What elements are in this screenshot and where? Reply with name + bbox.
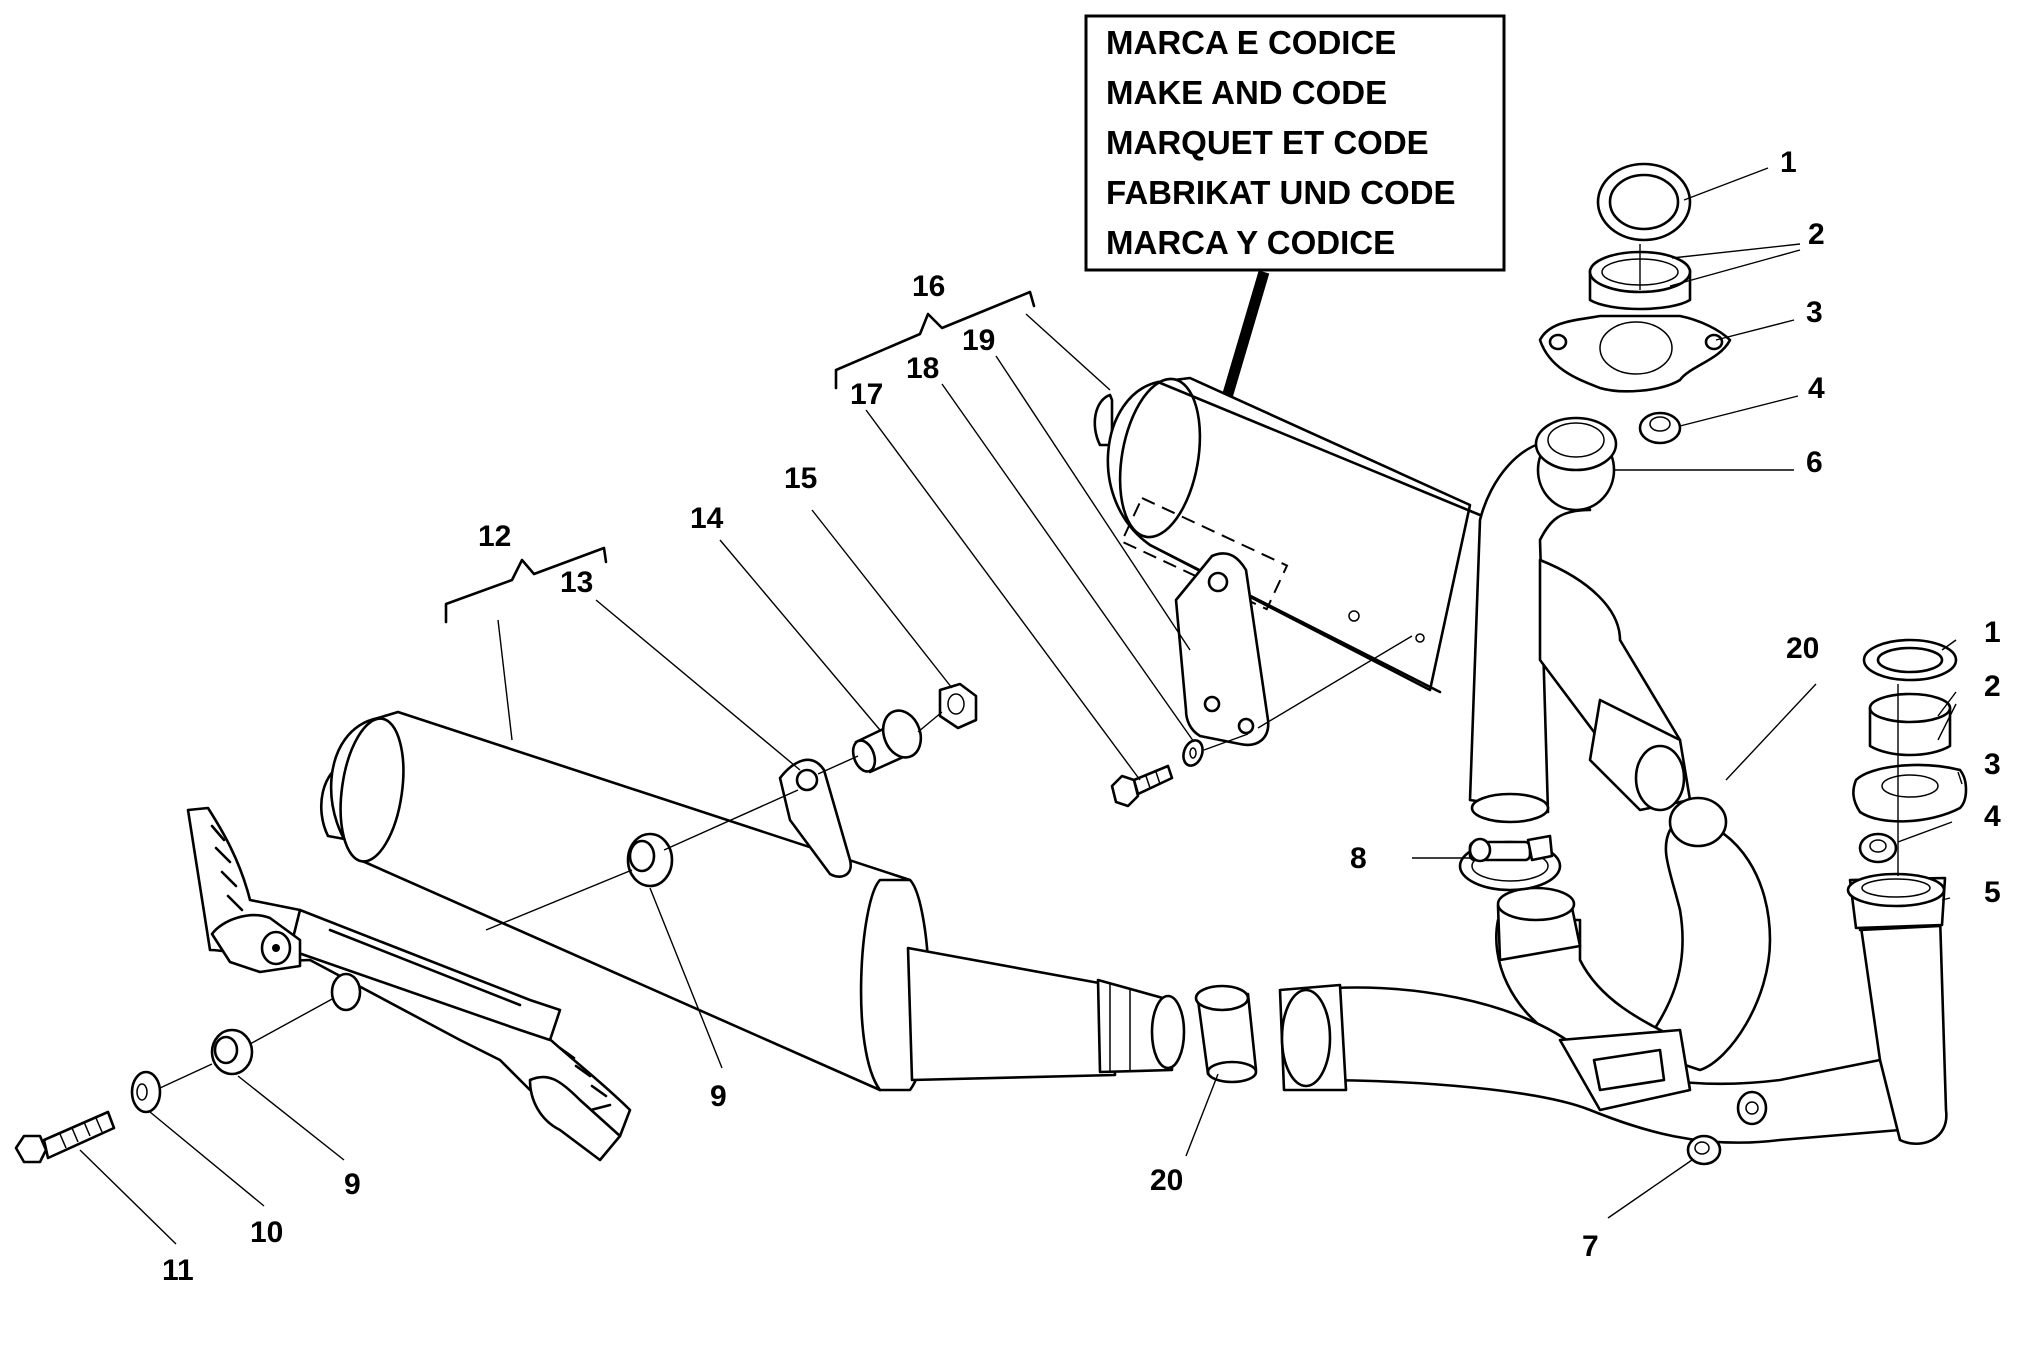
brand-code-area bbox=[1120, 496, 1289, 611]
lower-muffler bbox=[319, 710, 1186, 1092]
washer-10 bbox=[130, 1070, 162, 1114]
callout-3-top: 3 bbox=[1806, 296, 1823, 329]
make-and-code-label-box: MARCA E CODICE MAKE AND CODE MARQUET ET … bbox=[1084, 14, 1506, 272]
grommet-9-lower bbox=[210, 1028, 254, 1076]
bolt-11 bbox=[14, 1110, 116, 1164]
callout-20-upper: 20 bbox=[1786, 632, 1819, 665]
legend-line-5: MARCA Y CODICE bbox=[1106, 224, 1395, 261]
spacer-14 bbox=[851, 709, 923, 774]
callout-6: 6 bbox=[1806, 446, 1823, 479]
callout-leaders bbox=[79, 167, 1963, 1245]
callout-20-lower: 20 bbox=[1150, 1164, 1183, 1197]
gasket-1b bbox=[1862, 638, 1958, 682]
nut-4a bbox=[1638, 411, 1682, 445]
callout-2-top: 2 bbox=[1808, 218, 1825, 251]
legend-line-1: MARCA E CODICE bbox=[1106, 24, 1396, 61]
muffler-hanger-bracket bbox=[186, 806, 632, 1162]
callout-4-right: 4 bbox=[1984, 800, 2001, 833]
callout-12: 12 bbox=[478, 520, 511, 553]
flange-3a bbox=[1538, 314, 1732, 393]
callout-1-right: 1 bbox=[1984, 616, 2001, 649]
callout-15: 15 bbox=[784, 462, 817, 495]
collector-pipe bbox=[1495, 558, 1772, 1082]
nut-15 bbox=[938, 682, 978, 730]
callout-1-top: 1 bbox=[1780, 146, 1797, 179]
callout-11: 11 bbox=[162, 1254, 194, 1287]
callout-7: 7 bbox=[1582, 1230, 1599, 1263]
upper-muffler bbox=[1093, 376, 1482, 747]
callout-9-lower: 9 bbox=[344, 1168, 361, 1201]
callout-2-right: 2 bbox=[1984, 670, 2001, 703]
callout-4-top: 4 bbox=[1808, 372, 1825, 405]
callout-5: 5 bbox=[1984, 876, 2001, 909]
clamp-8 bbox=[1458, 834, 1562, 892]
callout-3-right: 3 bbox=[1984, 748, 2001, 781]
callout-16: 16 bbox=[912, 270, 945, 303]
muffler-bracket bbox=[1174, 552, 1270, 747]
callout-14: 14 bbox=[690, 502, 724, 535]
lower-muffler-bracket bbox=[778, 758, 852, 878]
gasket-1a bbox=[1596, 162, 1692, 242]
nut-4b bbox=[1858, 832, 1898, 864]
flange-3b bbox=[1852, 763, 1968, 823]
callout-9-upper: 9 bbox=[710, 1080, 727, 1113]
callout-18: 18 bbox=[906, 352, 939, 385]
legend-line-4: FABRIKAT UND CODE bbox=[1106, 174, 1456, 211]
half-rings-2b bbox=[1868, 692, 1952, 757]
bolt-17 bbox=[1110, 764, 1174, 808]
legend-line-2: MAKE AND CODE bbox=[1106, 74, 1387, 111]
callout-13: 13 bbox=[560, 566, 593, 599]
washer-18 bbox=[1182, 739, 1204, 767]
group-bracket-12 bbox=[444, 546, 608, 624]
grommet-9-upper bbox=[626, 832, 674, 888]
sleeve-20 bbox=[1194, 984, 1258, 1084]
callout-19: 19 bbox=[962, 324, 995, 357]
legend-line-3: MARQUET ET CODE bbox=[1106, 124, 1429, 161]
callout-8: 8 bbox=[1350, 842, 1367, 875]
front-header-pipe bbox=[1468, 416, 1618, 824]
rear-header-pipe bbox=[1846, 872, 1948, 1145]
group-bracket-16 bbox=[834, 290, 1036, 390]
drain-plug-7 bbox=[1686, 1134, 1722, 1166]
callout-17: 17 bbox=[850, 378, 883, 411]
callout-10: 10 bbox=[250, 1216, 283, 1249]
